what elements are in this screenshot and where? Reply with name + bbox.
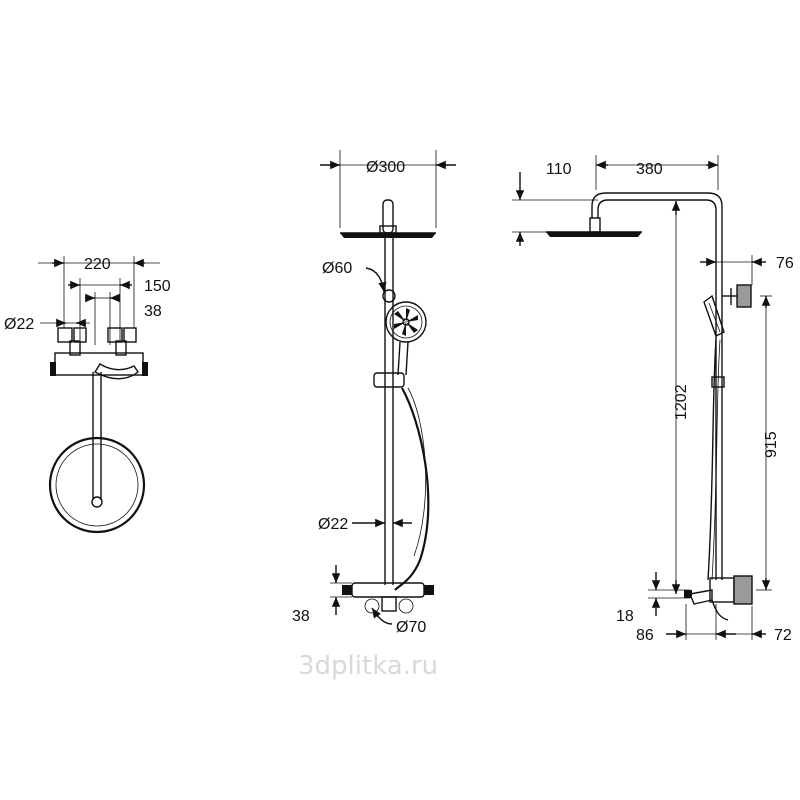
dim-86: 86 <box>636 627 654 644</box>
dim-diameter-300: Ø300 <box>366 159 405 176</box>
dim-380: 380 <box>636 161 663 178</box>
dim-72: 72 <box>774 627 792 644</box>
dim-76: 76 <box>776 255 794 272</box>
dim-38: 38 <box>144 303 162 320</box>
dim-diameter-22-pipe: Ø22 <box>318 516 348 533</box>
dim-diameter-60: Ø60 <box>322 260 352 277</box>
dim-915: 915 <box>763 431 780 458</box>
dim-110: 110 <box>546 161 572 178</box>
dim-diameter-70: Ø70 <box>396 619 426 636</box>
dim-diameter-22: Ø22 <box>4 316 34 333</box>
dim-1202: 1202 <box>673 384 690 420</box>
dim-18: 18 <box>616 608 634 625</box>
dim-220: 220 <box>84 256 111 273</box>
left-view-mixer: 220 150 Ø22 38 <box>4 256 171 534</box>
dim-150: 150 <box>144 278 171 295</box>
middle-view-shower-front: Ø300 Ø60 Ø22 38 Ø70 <box>292 150 456 636</box>
dim-38-mixer: 38 <box>292 608 310 625</box>
right-view-shower-side: 110 380 76 1202 915 18 86 72 <box>512 155 794 644</box>
watermark-text: 3dplitka.ru <box>298 651 438 681</box>
